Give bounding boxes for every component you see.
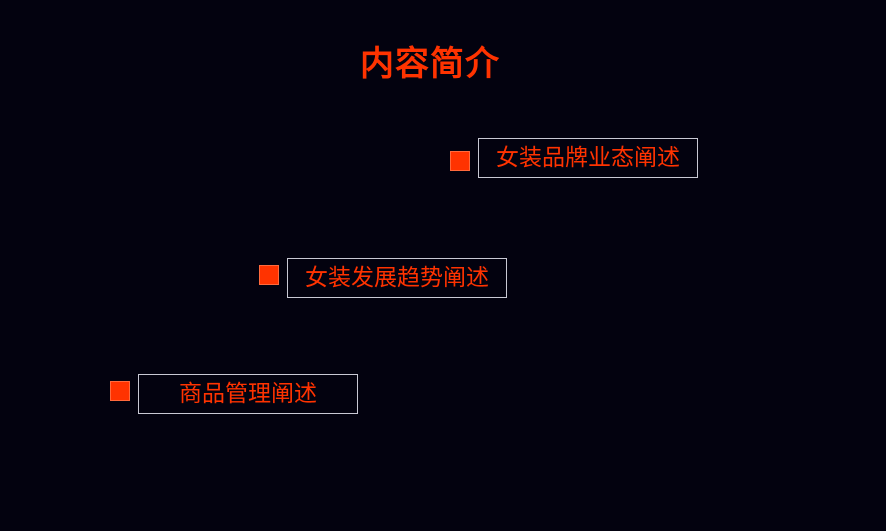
contents-item-label[interactable]: 商品管理阐述 bbox=[138, 374, 358, 414]
slide-title: 内容简介 bbox=[360, 44, 500, 84]
square-bullet-icon bbox=[450, 151, 470, 171]
square-bullet-icon bbox=[110, 381, 130, 401]
contents-item-label[interactable]: 女装品牌业态阐述 bbox=[478, 138, 698, 178]
square-bullet-icon bbox=[259, 265, 279, 285]
contents-item-label[interactable]: 女装发展趋势阐述 bbox=[287, 258, 507, 298]
